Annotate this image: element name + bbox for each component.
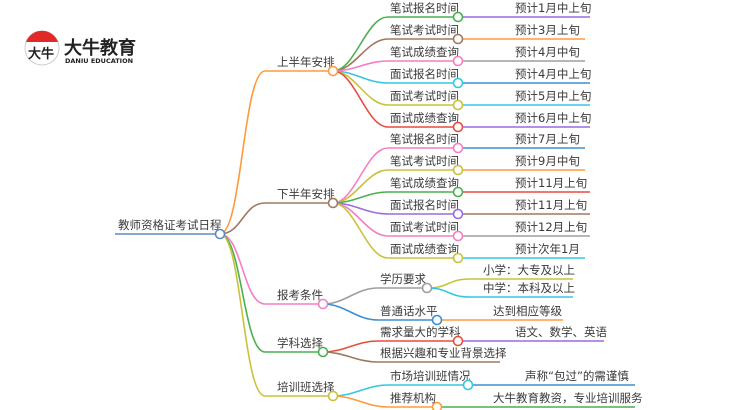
child-connector [332, 16, 458, 72]
leaf-value: 预计7月上旬 [515, 132, 580, 146]
child-node[interactable] [452, 142, 464, 154]
child-label: 面试报名时间 [390, 198, 459, 212]
child-node[interactable] [452, 33, 464, 45]
child-connector [332, 60, 458, 72]
leaf-value: 中学：本科及以上 [483, 281, 575, 295]
leaf-value: 预计1月中上旬 [515, 1, 591, 15]
child-node[interactable] [452, 186, 464, 198]
child-label: 面试报名时间 [390, 67, 459, 81]
child-label: 需求量大的学科 [380, 325, 461, 339]
child-node[interactable] [452, 335, 464, 347]
leaf-value: 预计9月中旬 [515, 154, 580, 168]
child-label: 笔试成绩查询 [390, 45, 459, 59]
child-node[interactable] [421, 282, 433, 294]
leaf-value: 声称“包过”的需谨慎 [525, 369, 629, 383]
branch-node[interactable] [317, 298, 329, 310]
logo-name: 大牛教育 [64, 37, 136, 59]
child-node[interactable] [452, 121, 464, 133]
leaf-value: 预计6月中上旬 [515, 111, 591, 125]
leaf-value: 预计次年1月 [515, 242, 580, 256]
leaf-value: 预计11月上旬 [515, 176, 587, 190]
leaf-value: 达到相应等级 [493, 304, 562, 318]
leaf-value: 预计4月中上旬 [515, 67, 591, 81]
child-label: 面试考试时间 [390, 89, 459, 103]
branch-connector [219, 233, 333, 397]
leaf-line [426, 287, 573, 298]
child-label: 普通话水平 [380, 304, 438, 318]
branch-connector [219, 70, 333, 235]
child-connector [322, 351, 500, 363]
root-label: 教师资格证考试日程 [118, 218, 222, 232]
leaf-value: 预计11月上旬 [515, 198, 587, 212]
child-connector [332, 147, 458, 204]
child-node[interactable] [452, 55, 464, 67]
leaf-value: 预计5月中上旬 [515, 89, 591, 103]
logo: 大牛 大牛教育 DANIU EDUCATION [24, 30, 136, 66]
child-connector [322, 287, 427, 305]
child-label: 面试成绩查询 [390, 242, 459, 256]
child-connector [332, 202, 458, 259]
branch-label: 报考条件 [277, 288, 323, 302]
child-node[interactable] [452, 11, 464, 23]
branch-node[interactable] [327, 65, 339, 77]
child-label: 面试考试时间 [390, 220, 459, 234]
branch-node[interactable] [317, 346, 329, 358]
child-node[interactable] [452, 252, 464, 264]
branch-connector [219, 233, 323, 305]
leaf-value: 预计4月中旬 [515, 45, 580, 59]
child-node[interactable] [452, 230, 464, 242]
branch-label: 上半年安排 [277, 55, 335, 69]
child-label: 市场培训班情况 [390, 369, 471, 383]
branch-label: 学科选择 [277, 336, 323, 350]
leaf-value: 小学：大专及以上 [483, 263, 575, 277]
child-node[interactable] [452, 164, 464, 176]
child-node[interactable] [452, 208, 464, 220]
child-node[interactable] [431, 314, 443, 326]
logo-mark: 大牛 [28, 46, 54, 62]
child-label: 笔试报名时间 [390, 1, 459, 15]
child-label: 学历要求 [380, 272, 426, 286]
branch-label: 下半年安排 [277, 187, 335, 201]
child-label: 笔试成绩查询 [390, 176, 459, 190]
leaf-value: 预计3月上旬 [515, 23, 580, 37]
child-label: 笔试考试时间 [390, 154, 459, 168]
child-connector [322, 303, 437, 321]
leaf-value: 预计12月上旬 [515, 220, 587, 234]
child-label: 面试成绩查询 [390, 111, 459, 125]
leaf-value: 大牛教育教资，专业培训服务 [493, 391, 643, 405]
child-label: 根据兴趣和专业背景选择 [380, 346, 507, 360]
branch-connector [219, 202, 333, 235]
leaf-value: 语文、数学、英语 [515, 325, 607, 339]
branch-node[interactable] [327, 197, 339, 209]
logo-subtitle: DANIU EDUCATION [65, 57, 133, 65]
child-label: 推荐机构 [390, 391, 436, 405]
child-connector [332, 395, 437, 408]
child-node[interactable] [431, 401, 443, 410]
child-node[interactable] [452, 99, 464, 111]
child-connector [332, 70, 458, 128]
child-label: 笔试报名时间 [390, 132, 459, 146]
child-connector [332, 191, 458, 204]
branch-node[interactable] [327, 390, 339, 402]
child-node[interactable] [452, 77, 464, 89]
child-label: 笔试考试时间 [390, 23, 459, 37]
child-connector [332, 384, 468, 397]
branch-label: 培训班选择 [277, 380, 335, 394]
root-node[interactable] [214, 228, 226, 240]
child-node[interactable] [462, 379, 474, 391]
